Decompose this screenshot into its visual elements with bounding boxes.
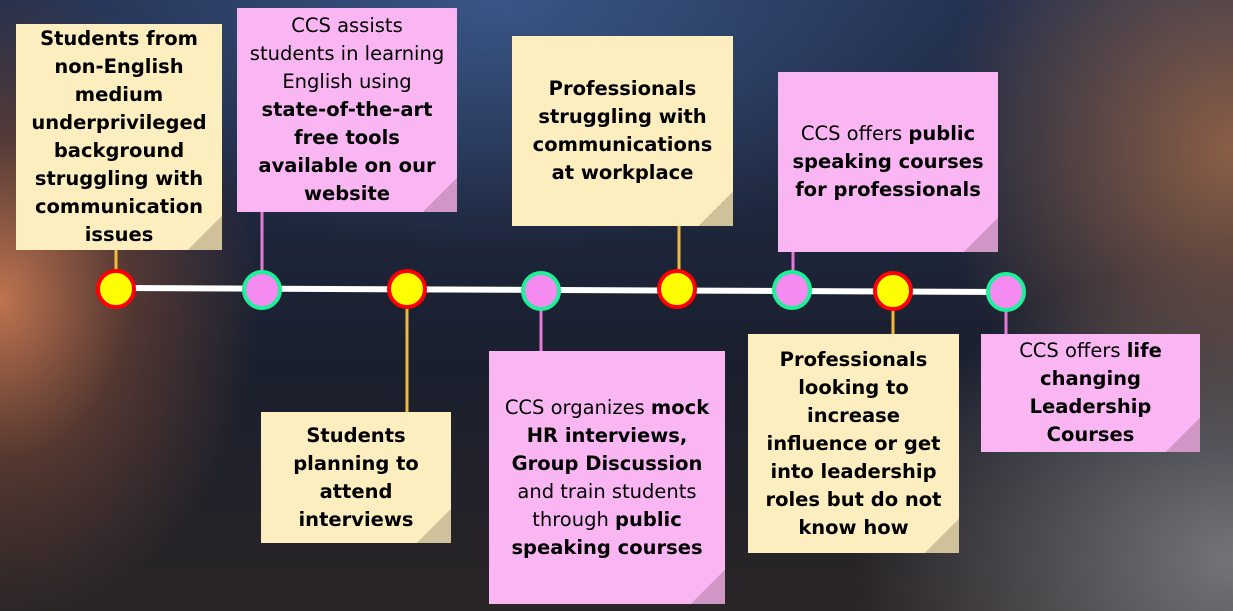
solution-note-free-tools: CCS assists students in learning English…	[237, 8, 457, 212]
note-text: Professionals struggling with communicat…	[522, 75, 723, 187]
note-text-segment: public speaking courses for professional…	[792, 122, 984, 201]
note-text-segment: state-of-the-art free tools available on…	[258, 98, 436, 205]
page-curl-icon	[1166, 418, 1200, 452]
note-text: CCS offers public speaking courses for p…	[788, 120, 988, 204]
note-text-segment: Professionals struggling with communicat…	[532, 77, 713, 184]
problem-marker	[387, 269, 427, 309]
note-text: CCS organizes mock HR interviews, Group …	[499, 394, 715, 562]
page-curl-icon	[699, 192, 733, 226]
note-text-segment: life changing Leadership Courses	[1029, 339, 1162, 446]
solution-marker	[772, 270, 812, 310]
note-text-segment: public speaking courses	[511, 507, 703, 559]
solution-marker	[242, 270, 282, 310]
problem-marker	[96, 269, 136, 309]
page-curl-icon	[417, 509, 451, 543]
note-text-segment: Students from non-English medium underpr…	[31, 27, 207, 246]
problem-marker	[657, 269, 697, 309]
problem-marker	[873, 271, 913, 311]
note-text: CCS offers life changing Leadership Cour…	[991, 337, 1190, 449]
page-curl-icon	[423, 178, 457, 212]
page-curl-icon	[188, 216, 222, 250]
solution-marker	[986, 272, 1026, 312]
note-text: Students from non-English medium underpr…	[26, 25, 212, 249]
note-text-segment: CCS offers	[800, 122, 909, 145]
solution-note-public-speaking: CCS offers public speaking courses for p…	[778, 72, 998, 252]
note-text-segment: Professionals looking to increase influe…	[765, 347, 942, 539]
note-text-segment: CCS organizes	[504, 395, 651, 419]
note-text-segment: mock HR interviews, Group Discussion	[511, 395, 710, 475]
solution-note-leadership-courses: CCS offers life changing Leadership Cour…	[981, 334, 1200, 452]
note-text-segment: and train students through	[517, 479, 697, 531]
note-text-segment: CCS offers	[1019, 339, 1127, 362]
page-curl-icon	[691, 570, 725, 604]
note-text-segment: Students planning to attend interviews	[293, 423, 419, 531]
solution-note-mock-interviews: CCS organizes mock HR interviews, Group …	[489, 351, 725, 604]
solution-marker	[521, 271, 561, 311]
problem-note-professionals-communication: Professionals struggling with communicat…	[512, 36, 733, 226]
problem-note-leadership: Professionals looking to increase influe…	[748, 334, 959, 553]
problem-note-students-background: Students from non-English medium underpr…	[16, 24, 222, 250]
note-text-segment: CCS assists students in learning English…	[249, 14, 445, 93]
note-text: CCS assists students in learning English…	[247, 12, 447, 208]
page-curl-icon	[964, 218, 998, 252]
page-curl-icon	[925, 519, 959, 553]
note-text: Students planning to attend interviews	[271, 422, 441, 534]
note-text: Professionals looking to increase influe…	[758, 346, 949, 542]
